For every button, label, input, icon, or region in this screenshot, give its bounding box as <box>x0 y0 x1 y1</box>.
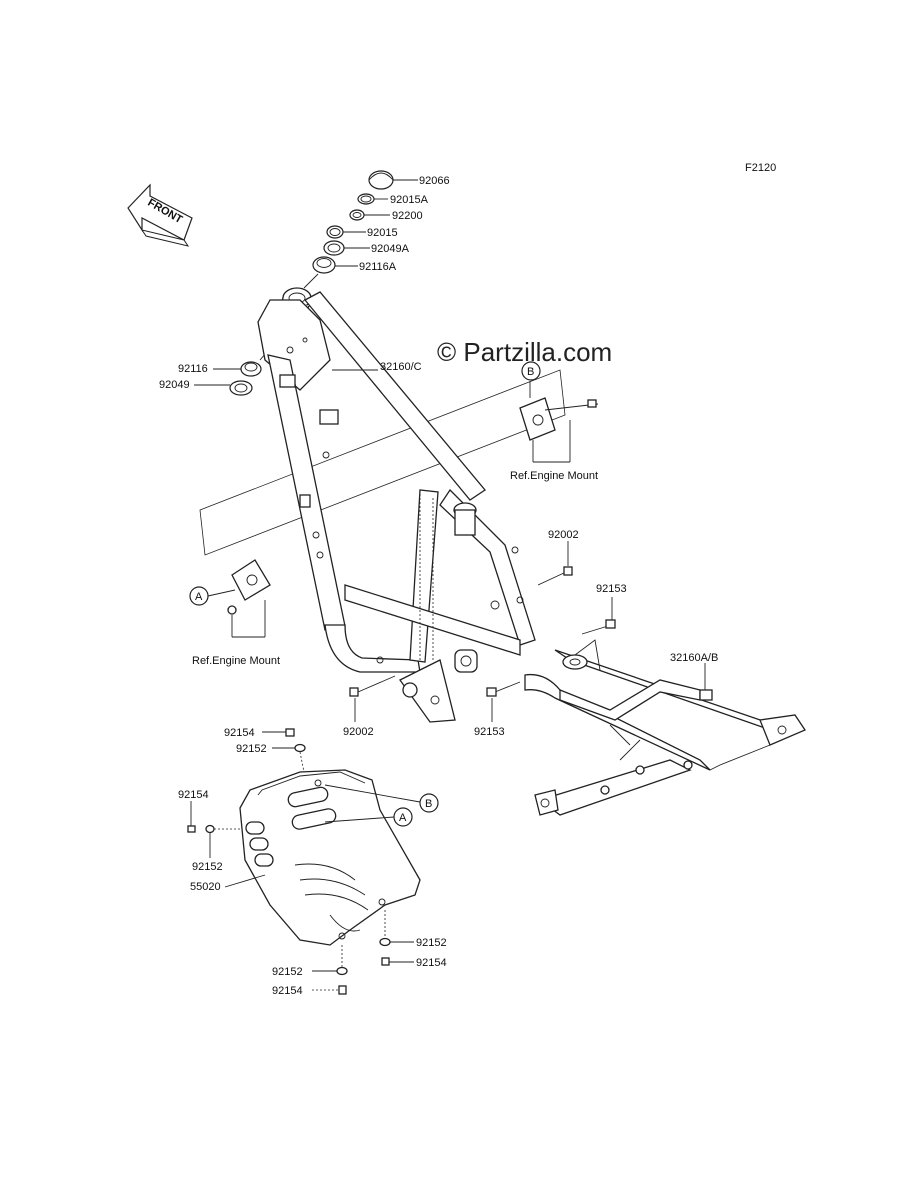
svg-text:B: B <box>527 366 534 378</box>
callout-a-guard: A <box>393 807 413 827</box>
watermark: © Partzilla.com <box>437 337 612 367</box>
label-92049: 92049 <box>159 379 190 391</box>
skid-plate-55020 <box>239 769 421 946</box>
bolt-92153-top <box>581 597 616 635</box>
front-arrow-icon: FRONT <box>127 183 193 247</box>
label-92066: 92066 <box>419 175 450 187</box>
callout-a-left: A <box>189 586 209 606</box>
label-92049A: 92049A <box>371 243 410 255</box>
seal-92015A <box>357 193 375 205</box>
main-frame-32160C <box>199 287 566 723</box>
label-92116A: 92116A <box>359 261 397 273</box>
svg-text:B: B <box>425 798 432 810</box>
label-92154-b: 92154 <box>178 789 209 801</box>
engine-mount-bracket-right <box>519 381 599 463</box>
label-92154-c: 92154 <box>416 957 447 969</box>
label-92153-bottom: 92153 <box>474 726 505 738</box>
label-32160AB: 32160A/B <box>670 652 718 664</box>
label-55020: 55020 <box>190 881 221 893</box>
cap-92066 <box>368 170 394 190</box>
race-92049 <box>229 380 253 396</box>
label-92154-d: 92154 <box>272 985 303 997</box>
label-92153-top: 92153 <box>596 583 627 595</box>
washer-92152-right <box>379 910 414 947</box>
label-92015A: 92015A <box>390 194 429 206</box>
label-92152-d: 92152 <box>272 966 303 978</box>
bolt-92154-top <box>262 728 295 737</box>
svg-text:A: A <box>399 812 407 824</box>
label-92002-top: 92002 <box>548 529 579 541</box>
label-92002-bottom: 92002 <box>343 726 374 738</box>
label-92152-a: 92152 <box>236 743 267 755</box>
label-92116: 92116 <box>178 363 208 375</box>
washer-92152-bottom <box>312 945 348 976</box>
bolt-92002-top <box>537 541 573 586</box>
ref-engine-mount-left: Ref.Engine Mount <box>192 655 280 667</box>
bearing-92116A <box>312 256 336 274</box>
bolt-92154-left <box>187 801 196 833</box>
label-92152-c: 92152 <box>416 937 447 949</box>
label-92152-b: 92152 <box>192 861 223 873</box>
steering-stem-parts <box>229 170 394 396</box>
washer-92152-top <box>272 743 306 773</box>
label-92154-a: 92154 <box>224 727 255 739</box>
bolt-92154-right <box>381 957 414 966</box>
engine-mount-bracket-left <box>207 559 271 638</box>
callout-b-guard: B <box>419 793 439 813</box>
rear-subframe-32160AB <box>524 639 806 816</box>
bolt-92154-bottom <box>312 985 347 995</box>
seal-92015 <box>326 225 344 239</box>
label-92200: 92200 <box>392 210 423 222</box>
svg-text:A: A <box>195 591 203 603</box>
ref-engine-mount-right: Ref.Engine Mount <box>510 470 598 482</box>
diagram-code: F2120 <box>745 162 776 174</box>
washer-92200 <box>349 209 365 221</box>
bolt-92002-bottom <box>349 675 396 722</box>
label-92015: 92015 <box>367 227 398 239</box>
label-32160C: 32160/C <box>380 361 422 373</box>
washer-92152-left <box>205 824 240 858</box>
race-92049A <box>323 240 345 256</box>
bearing-92116 <box>240 361 262 377</box>
bolt-92153-bottom <box>486 681 521 722</box>
callout-b-top: B <box>521 361 541 381</box>
